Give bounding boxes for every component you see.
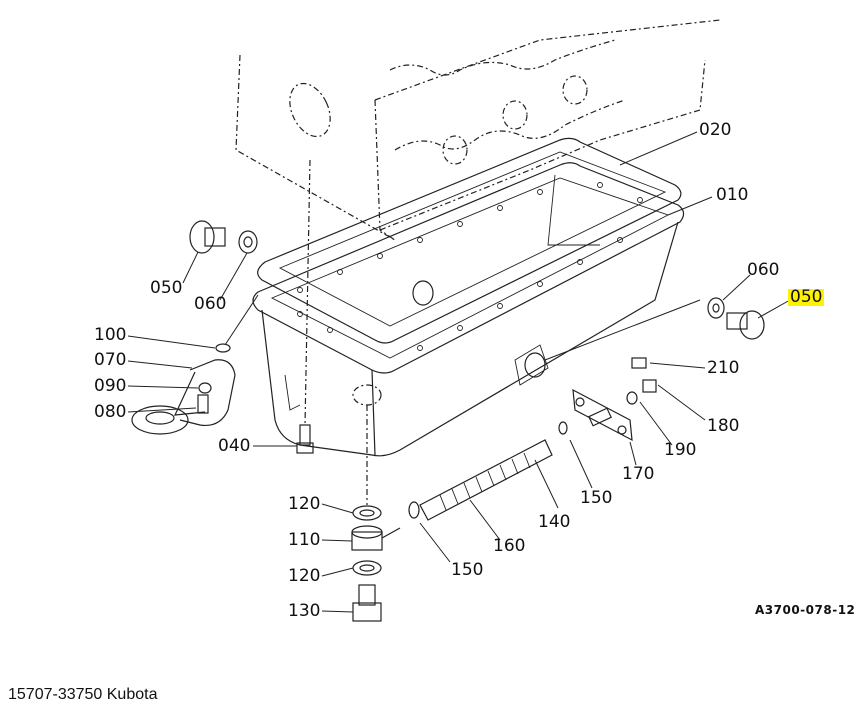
oil-hose [408,421,568,521]
bolt-040 [296,424,314,454]
callout-140: 140 [538,512,571,532]
drawing-reference-code: A3700-078-12 [755,603,856,617]
callout-180: 180 [707,416,740,436]
callout-110: 110 [288,530,321,550]
callout-120-top: 120 [288,494,321,514]
callout-150-right: 150 [580,488,613,508]
gasket-020 [257,137,682,344]
callout-100: 100 [94,325,127,345]
callout-130: 130 [288,601,321,621]
callout-190: 190 [664,440,697,460]
callout-070: 070 [94,350,127,370]
callout-050-left: 050 [150,278,183,298]
callout-010: 010 [716,185,749,205]
callout-120-bottom: 120 [288,566,321,586]
drain-plug-050-left [189,220,258,254]
callout-090: 090 [94,376,127,396]
part-number-caption: 15707-33750 Kubota [8,686,158,703]
callout-150-left: 150 [451,560,484,580]
callout-060-left: 060 [194,294,227,314]
bracket-170 [572,357,657,442]
callout-170: 170 [622,464,655,484]
callout-060-right: 060 [747,260,780,280]
callout-020: 020 [699,120,732,140]
callout-040: 040 [218,436,251,456]
drain-plug-050-right [707,297,765,340]
callout-160: 160 [493,536,526,556]
callout-210: 210 [707,358,740,378]
callout-050-highlighted: 050 [788,287,825,307]
dipstick-guide [131,343,236,435]
callout-080: 080 [94,402,127,422]
banjo-fitting [351,505,401,622]
